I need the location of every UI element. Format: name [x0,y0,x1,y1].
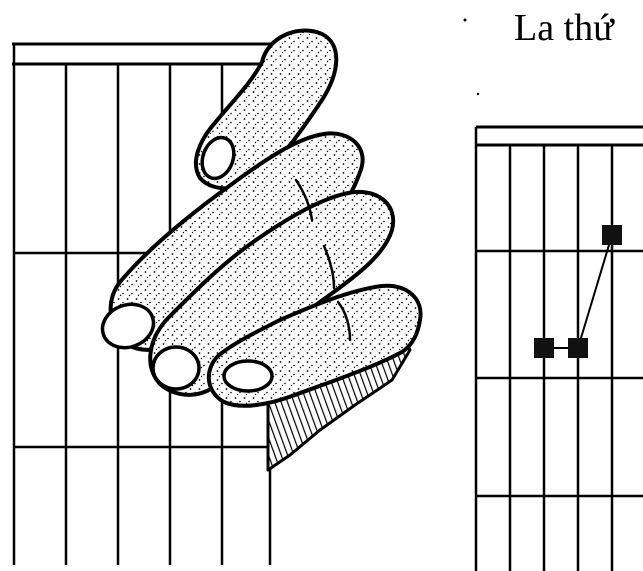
finger-dot [534,338,554,358]
scan-specks [464,19,480,96]
hand-fretting-chord-icon [96,30,420,470]
middle-finger-nail [153,347,199,389]
finger-dot [568,338,588,358]
index-finger-nail [224,361,272,391]
finger-dot [602,225,622,245]
chord-title: La thứ [514,6,614,50]
